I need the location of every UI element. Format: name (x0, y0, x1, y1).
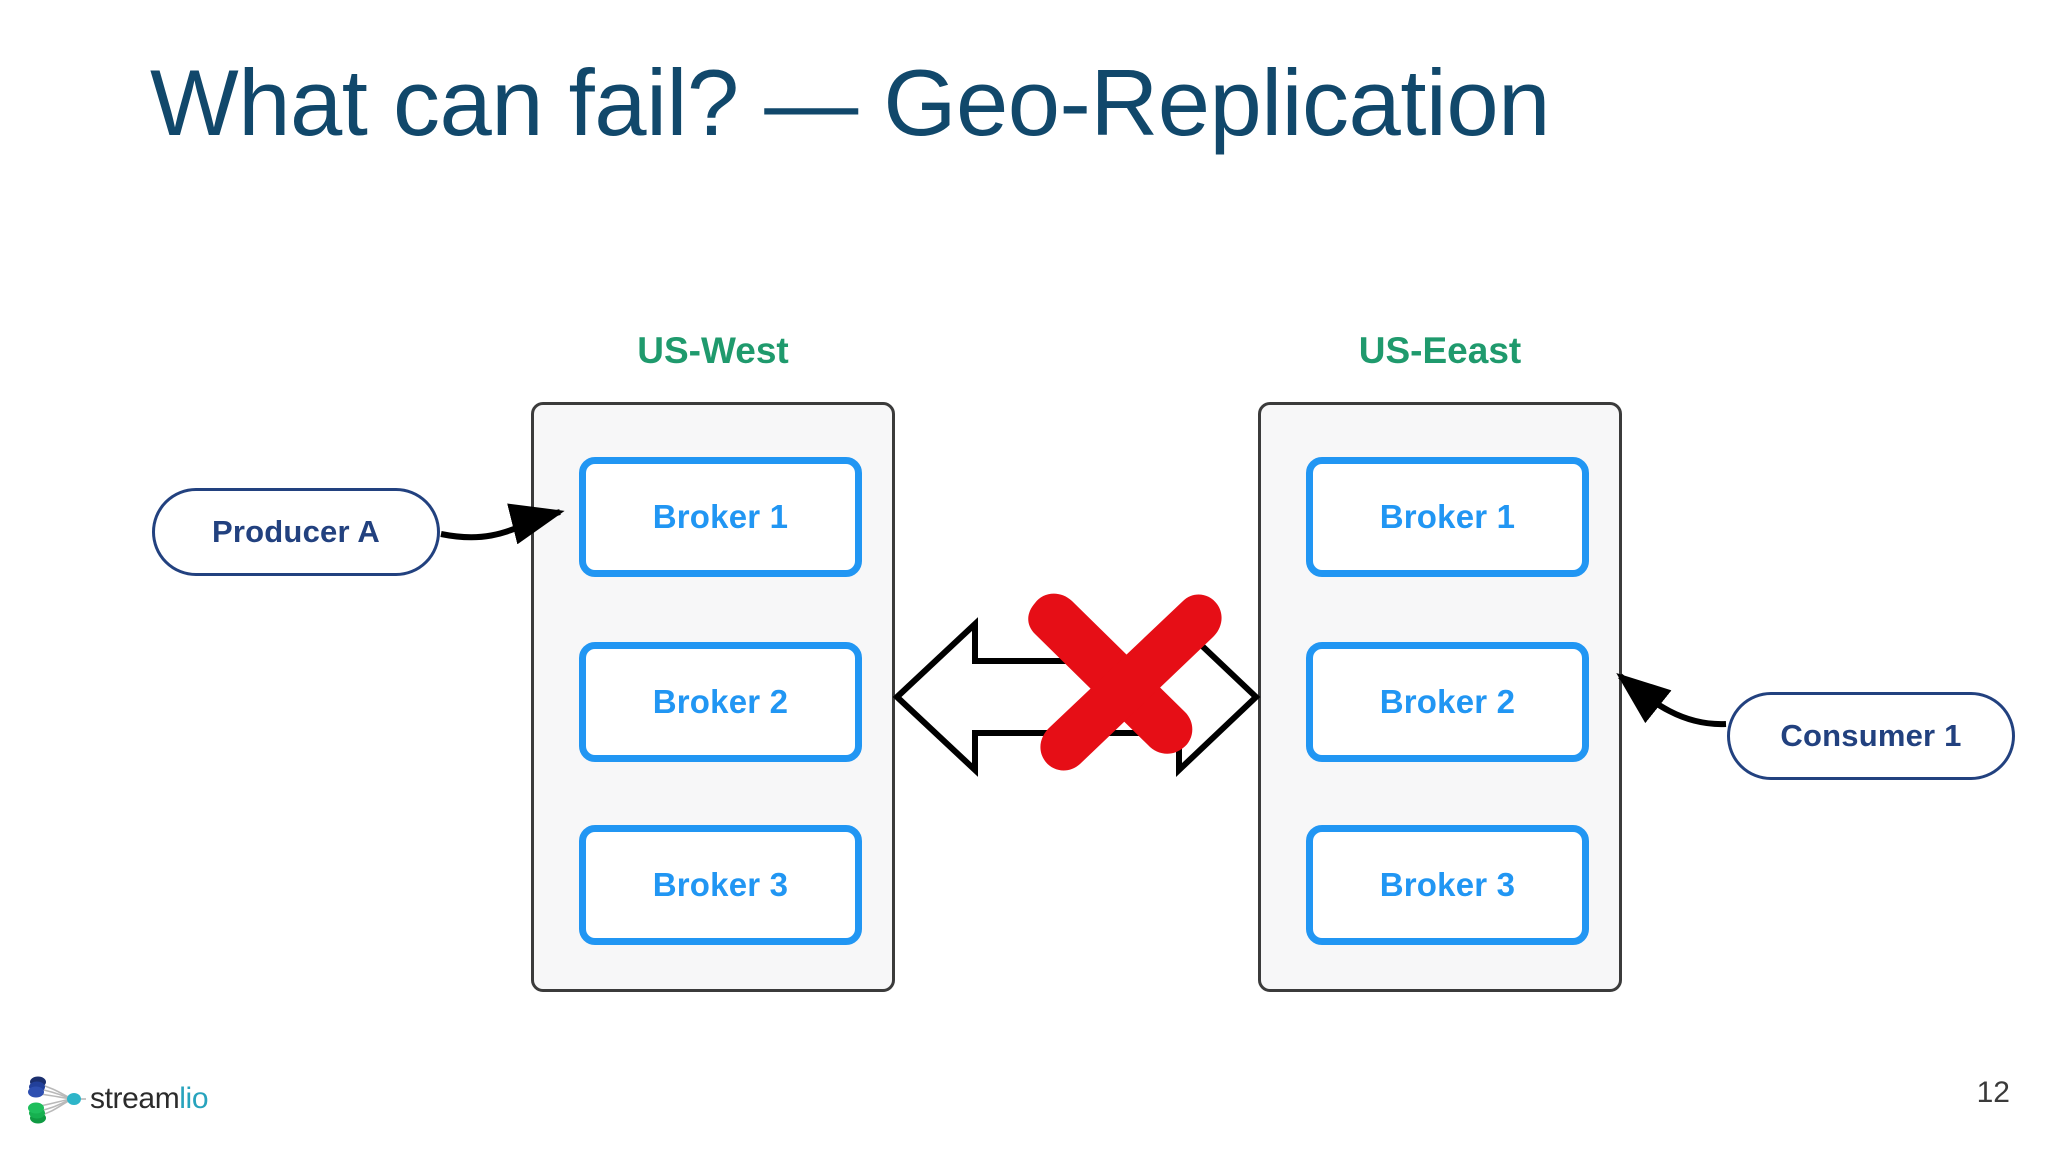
broker-box-east-1[interactable]: Broker 1 (1306, 457, 1589, 577)
broker-label: Broker 1 (652, 498, 789, 535)
cluster-us-west: Broker 1 Broker 2 Broker 3 (531, 402, 895, 992)
arrow-consumer-to-broker2 (1616, 673, 1727, 728)
broker-label: Broker 2 (652, 683, 789, 720)
red-x-failure-icon (1028, 593, 1222, 771)
node-producer-a[interactable]: Producer A (152, 488, 440, 576)
streamlio-graph-icon (28, 1076, 86, 1124)
broker-box-west-2[interactable]: Broker 2 (579, 642, 862, 762)
broker-label: Broker 3 (1379, 866, 1516, 903)
node-label: Producer A (212, 514, 380, 549)
broker-box-east-3[interactable]: Broker 3 (1306, 825, 1589, 945)
double-arrow-geo-replication (892, 617, 1261, 777)
page-number: 12 (1976, 1076, 2010, 1109)
broker-box-west-1[interactable]: Broker 1 (579, 457, 862, 577)
region-label-us-west: US-West (637, 330, 789, 371)
page-title: What can fail? — Geo-Replication (150, 50, 1550, 155)
broker-box-west-3[interactable]: Broker 3 (579, 825, 862, 945)
cluster-us-eeast: Broker 1 Broker 2 Broker 3 (1258, 402, 1622, 992)
logo-word-teal: lio (179, 1082, 209, 1115)
region-label-us-eeast: US-Eeast (1358, 330, 1522, 371)
node-label: Consumer 1 (1780, 718, 1962, 753)
streamlio-logo: streamlio (24, 1068, 224, 1130)
broker-label: Broker 3 (652, 866, 789, 903)
logo-word-dark: stream (90, 1082, 180, 1115)
broker-box-east-2[interactable]: Broker 2 (1306, 642, 1589, 762)
broker-label: Broker 1 (1379, 498, 1516, 535)
node-consumer-1[interactable]: Consumer 1 (1727, 692, 2015, 780)
broker-label: Broker 2 (1379, 683, 1516, 720)
streamlio-wordmark: streamlio (90, 1082, 209, 1116)
